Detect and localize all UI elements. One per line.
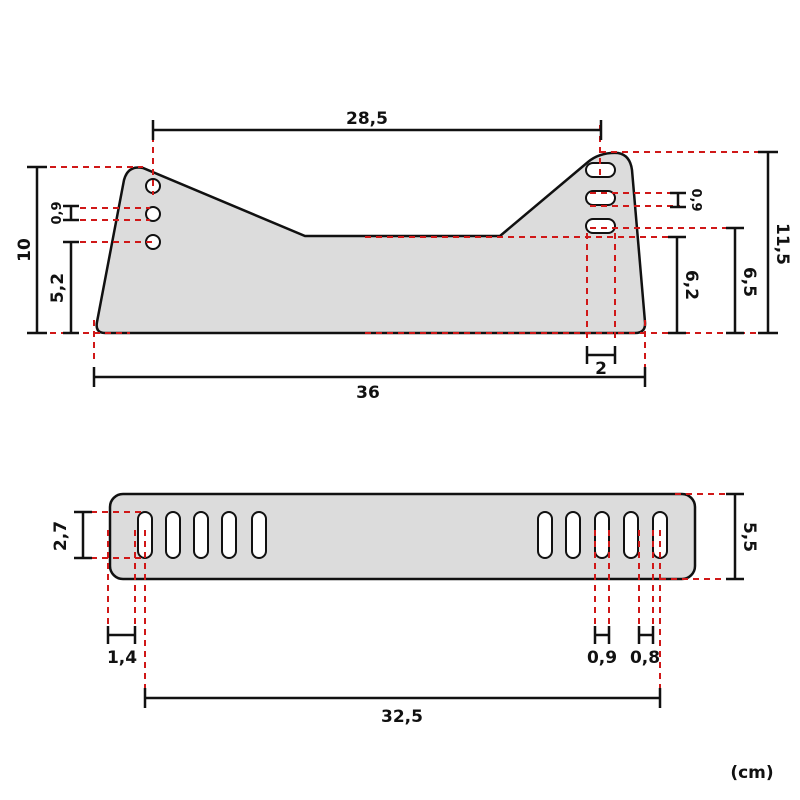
dim-slot-length: 2,7: [51, 521, 71, 551]
guide-lines-bottom: [80, 493, 740, 700]
dim-slot-gap: 0,8: [630, 648, 660, 668]
dim-slot-width: 2: [595, 359, 607, 379]
dim-slot-height-high: 6,5: [739, 267, 759, 297]
mount-slot: [585, 190, 616, 206]
dim-plate-width: 5,5: [739, 522, 759, 552]
dim-slot-width-bottom: 0,9: [587, 648, 617, 668]
dimension-lines-side: [27, 120, 778, 387]
mount-slot: [585, 218, 616, 234]
mount-hole: [145, 206, 161, 222]
dim-height-left: 10: [15, 238, 35, 262]
dim-base-length: 36: [356, 383, 380, 403]
unit-label: (cm): [730, 763, 773, 783]
dim-slot-span: 32,5: [381, 707, 423, 727]
dim-top-width: 28,5: [346, 109, 388, 129]
dim-hole-spacing-left: 0,9: [50, 201, 65, 224]
dim-slot-height-low: 6,2: [681, 270, 701, 300]
dim-slot-spacing-right: 0,9: [688, 188, 703, 211]
guide-lines-side: [50, 125, 765, 378]
dim-height-right: 11,5: [772, 223, 792, 265]
dim-edge-offset: 1,4: [107, 648, 137, 668]
dimension-lines-bottom: [74, 492, 744, 708]
side-plate: [95, 151, 647, 335]
dim-hole-height-left: 5,2: [48, 273, 68, 303]
bottom-slots: [137, 511, 668, 559]
